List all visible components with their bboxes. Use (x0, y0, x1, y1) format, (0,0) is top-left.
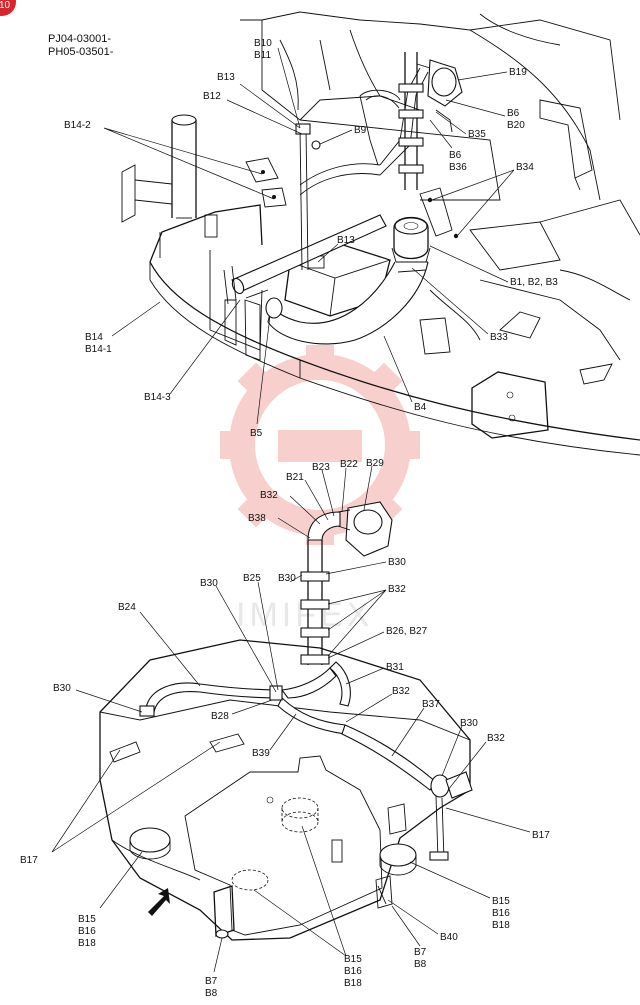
callout-b32-clamps: B32 (388, 584, 406, 595)
callout-b20: B20 (507, 120, 525, 131)
callout-b15-right: B15 (492, 896, 510, 907)
serial-range-line-1: PJ04-03001- (48, 33, 111, 45)
callout-b32-a: B32 (260, 490, 278, 501)
callout-b14-2: B14-2 (64, 120, 91, 131)
callout-b7-right: B7 (414, 947, 427, 958)
callout-b30-center: B30 (278, 573, 296, 584)
callout-b29: B29 (366, 458, 384, 469)
callout-b12: B12 (203, 91, 221, 102)
callout-b30-far-left: B30 (53, 683, 71, 694)
callout-b5: B5 (250, 428, 263, 439)
callout-b37: B37 (422, 699, 440, 710)
callout-b38: B38 (248, 513, 266, 524)
callout-b36: B36 (449, 162, 467, 173)
callout-b15-left: B15 (78, 914, 96, 925)
callout-b25: B25 (243, 573, 261, 584)
callout-b8-left: B8 (205, 988, 218, 999)
callout-b17-left: B17 (20, 855, 38, 866)
callout-b7-left: B7 (205, 976, 218, 987)
callout-b10: B10 (254, 38, 272, 49)
callout-b30-left: B30 (200, 578, 218, 589)
callout-b22: B22 (340, 459, 358, 470)
callout-b18-left: B18 (78, 938, 96, 949)
callout-b14: B14 (85, 332, 103, 343)
callout-b15-bottom: B15 (344, 954, 362, 965)
upper-clamps (398, 83, 424, 174)
callout-b16-left: B16 (78, 926, 96, 937)
callout-b6-mid: B6 (449, 150, 462, 161)
callout-b35: B35 (468, 129, 486, 140)
callout-b17-right: B17 (532, 830, 550, 841)
callout-b14-1: B14-1 (85, 344, 112, 355)
callout-b26-b27: B26, B27 (386, 626, 428, 637)
callout-b9: B9 (354, 125, 367, 136)
callout-b30-right-end: B30 (460, 718, 478, 729)
callout-b24: B24 (118, 602, 136, 613)
callout-b39: B39 (252, 748, 270, 759)
callout-b32-c: B32 (392, 686, 410, 697)
callout-b13-mid: B13 (337, 235, 355, 246)
callout-b40: B40 (440, 932, 458, 943)
callout-b30-right: B30 (388, 557, 406, 568)
callout-b32-d: B32 (487, 733, 505, 744)
callout-b23: B23 (312, 462, 330, 473)
callout-b4: B4 (414, 402, 427, 413)
callout-b31: B31 (386, 662, 404, 673)
lower-clamps (300, 571, 330, 665)
page-marker-number: 10 (0, 0, 11, 11)
callout-b18-bottom: B18 (344, 978, 362, 989)
callout-b6-top: B6 (507, 108, 520, 119)
callout-b1-b2-b3: B1, B2, B3 (510, 277, 558, 288)
callout-b21: B21 (286, 472, 304, 483)
callout-b18-right: B18 (492, 920, 510, 931)
upper-assembly (121, 11, 640, 456)
callout-b14-3: B14-3 (144, 392, 171, 403)
callout-b33: B33 (490, 332, 508, 343)
callout-b19: B19 (509, 67, 527, 78)
lower-assembly (99, 501, 473, 941)
callout-b13-top: B13 (217, 72, 235, 83)
callout-b16-bottom: B16 (344, 966, 362, 977)
upper-callouts: B10 B11 B19 B13 B12 B6 B20 B14-2 B9 B35 … (64, 38, 558, 439)
page-marker: 10 (0, 0, 16, 16)
callout-b16-right: B16 (492, 908, 510, 919)
callout-b34: B34 (516, 162, 534, 173)
callout-b11: B11 (254, 50, 271, 61)
serial-range-line-2: PH05-03501- (48, 46, 114, 58)
lower-callouts: B23 B22 B29 B21 B32 B38 B30 B30 B25 B30 … (20, 458, 550, 999)
callout-b8-right: B8 (414, 959, 427, 970)
front-direction-arrow-icon (148, 888, 170, 916)
callout-b28: B28 (211, 711, 229, 722)
